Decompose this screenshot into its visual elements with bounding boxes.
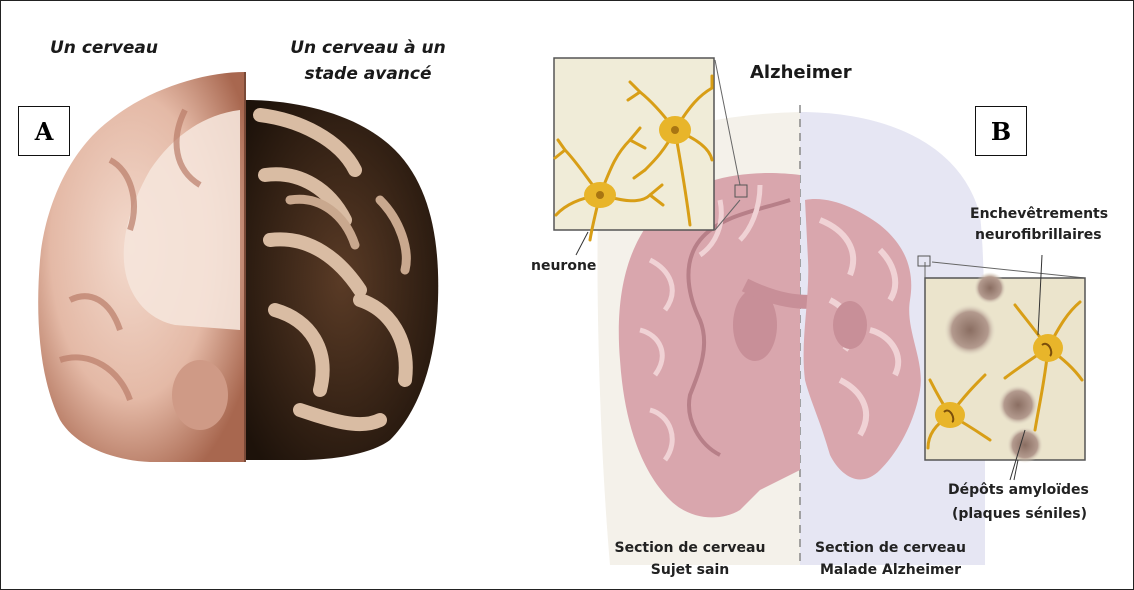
- panel-a-diseased-brain-photo: [245, 100, 438, 460]
- deposits-label-line2: (plaques séniles): [952, 506, 1087, 522]
- amyloid-plaque: [974, 272, 1006, 304]
- deposits-label-line1: Dépôts amyloïdes: [948, 482, 1089, 498]
- advanced-brain-caption-line2: stade avancé: [268, 64, 468, 84]
- amyloid-plaque: [944, 304, 996, 356]
- neuron-label: neurone: [531, 258, 596, 274]
- neuron-body: [935, 402, 965, 428]
- neuron-body: [1033, 334, 1063, 362]
- alzheimer-title: Alzheimer: [750, 62, 852, 83]
- healthy-section-caption-line2: Sujet sain: [595, 562, 785, 578]
- amyloid-plaque: [1007, 427, 1043, 463]
- patient-section-caption-line2: Malade Alzheimer: [820, 562, 961, 578]
- panel-a-label: A: [18, 106, 70, 156]
- patient-section-caption-line1: Section de cerveau: [815, 540, 966, 556]
- pathology-inset: [918, 256, 1085, 463]
- neuron-pointer: [576, 232, 588, 255]
- healthy-section-caption-line1: Section de cerveau: [595, 540, 785, 556]
- tangles-label-line2: neurofibrillaires: [975, 227, 1102, 243]
- healthy-brain-caption: Un cerveau: [50, 38, 158, 58]
- advanced-brain-caption-line1: Un cerveau à un: [268, 38, 468, 58]
- amyloid-plaque: [998, 385, 1038, 425]
- panel-b-label: B: [975, 106, 1027, 156]
- tangles-label-line1: Enchevêtrements: [970, 206, 1108, 222]
